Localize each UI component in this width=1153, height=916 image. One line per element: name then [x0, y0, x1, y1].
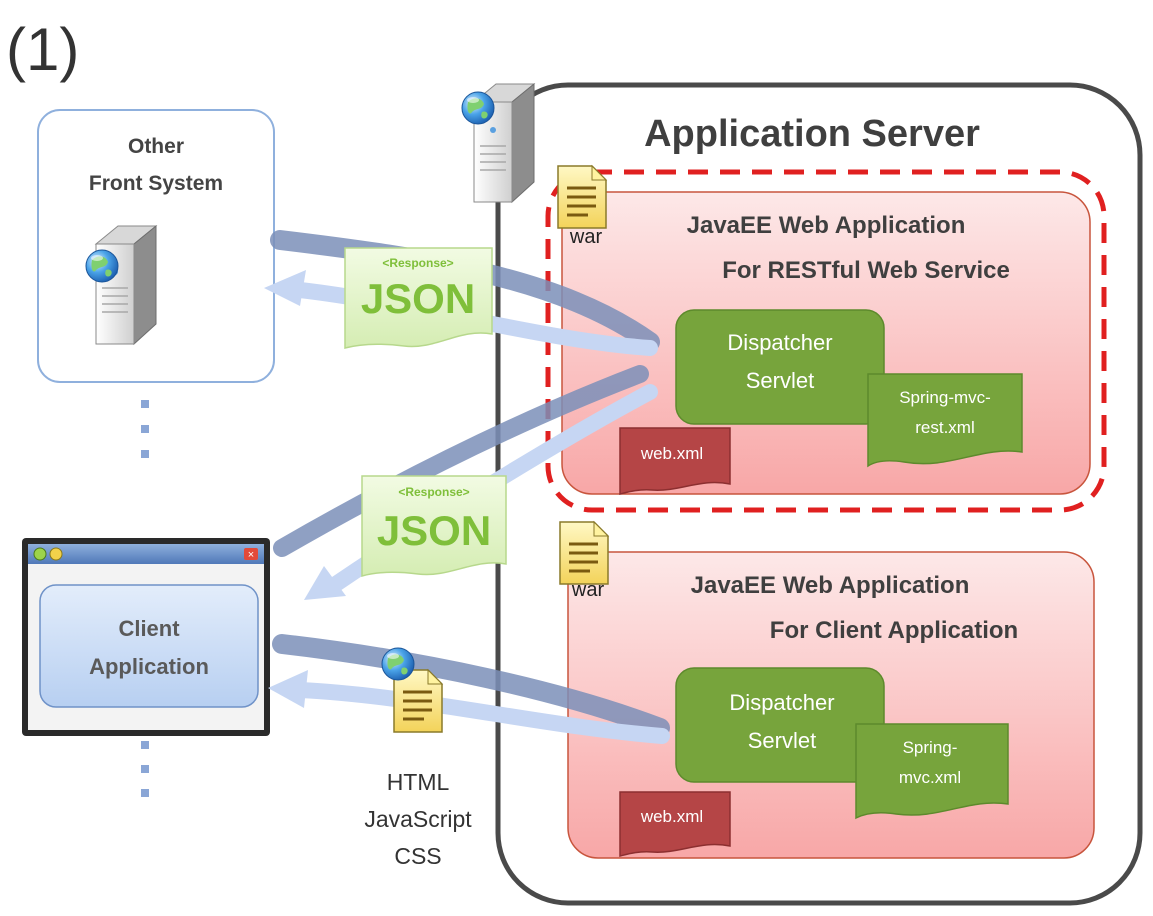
client-title-line1: JavaEE Web Application: [691, 572, 970, 599]
svg-text:×: ×: [248, 549, 254, 561]
client-line1: Client: [118, 616, 180, 641]
json-mid-text: JSON: [377, 507, 491, 554]
client-window: × Client Application: [22, 538, 270, 736]
rest-config-doc: [867, 373, 1023, 468]
client-request-arrow: [273, 365, 649, 557]
client-app-box: [39, 584, 259, 708]
client-title-line2: For Client Application: [770, 617, 1018, 644]
rest-config-line1: Spring-mvc-: [899, 388, 991, 407]
json-mid-tag: <Response>: [398, 485, 469, 499]
app-server-title: Application Server: [644, 113, 980, 155]
client-config-doc: [855, 723, 1009, 820]
client-config-line2: mvc.xml: [899, 768, 961, 787]
front-server-icon: [85, 225, 157, 345]
client-webxml-label: web.xml: [640, 807, 703, 826]
client-servlet-line2: Servlet: [748, 728, 816, 753]
rest-servlet-line1: Dispatcher: [727, 330, 832, 355]
client-war-icon: war: [558, 520, 610, 601]
app-server-icon: [461, 83, 535, 203]
rest-war-label: war: [569, 226, 603, 248]
rest-title-line2: For RESTful Web Service: [722, 257, 1010, 284]
close-icon: [244, 548, 258, 560]
rest-war-icon: war: [556, 164, 608, 248]
rest-servlet-line2: Servlet: [746, 368, 814, 393]
client-config-line1: Spring-: [903, 738, 958, 757]
client-servlet-line1: Dispatcher: [729, 690, 834, 715]
client-page-response-arrow: [268, 670, 670, 744]
rest-webxml-doc: [619, 427, 731, 495]
json-top-tag: <Response>: [382, 256, 453, 270]
client-dots: [141, 741, 149, 797]
client-line2: Application: [89, 654, 209, 679]
rest-dispatcher-servlet: [675, 309, 885, 425]
front-dots: [141, 400, 149, 458]
json-response-top: <Response> JSON: [344, 247, 493, 349]
json-response-mid: <Response> JSON: [361, 475, 507, 577]
static-line1: HTML: [387, 769, 450, 795]
client-war-label: war: [571, 579, 605, 601]
rest-webxml-label: web.xml: [640, 444, 703, 463]
front-system-line2: Front System: [89, 172, 223, 195]
client-dispatcher-servlet: [675, 667, 885, 783]
rest-title-line1: JavaEE Web Application: [687, 212, 966, 239]
rest-config-line2: rest.xml: [915, 418, 975, 437]
json-top-text: JSON: [361, 275, 475, 322]
static-line2: JavaScript: [364, 806, 472, 832]
client-page-request-arrow: [272, 634, 670, 738]
static-line3: CSS: [394, 843, 441, 869]
client-webxml-doc: [619, 791, 731, 857]
front-system-line1: Other: [128, 135, 184, 158]
figure-label: (1): [6, 16, 79, 83]
